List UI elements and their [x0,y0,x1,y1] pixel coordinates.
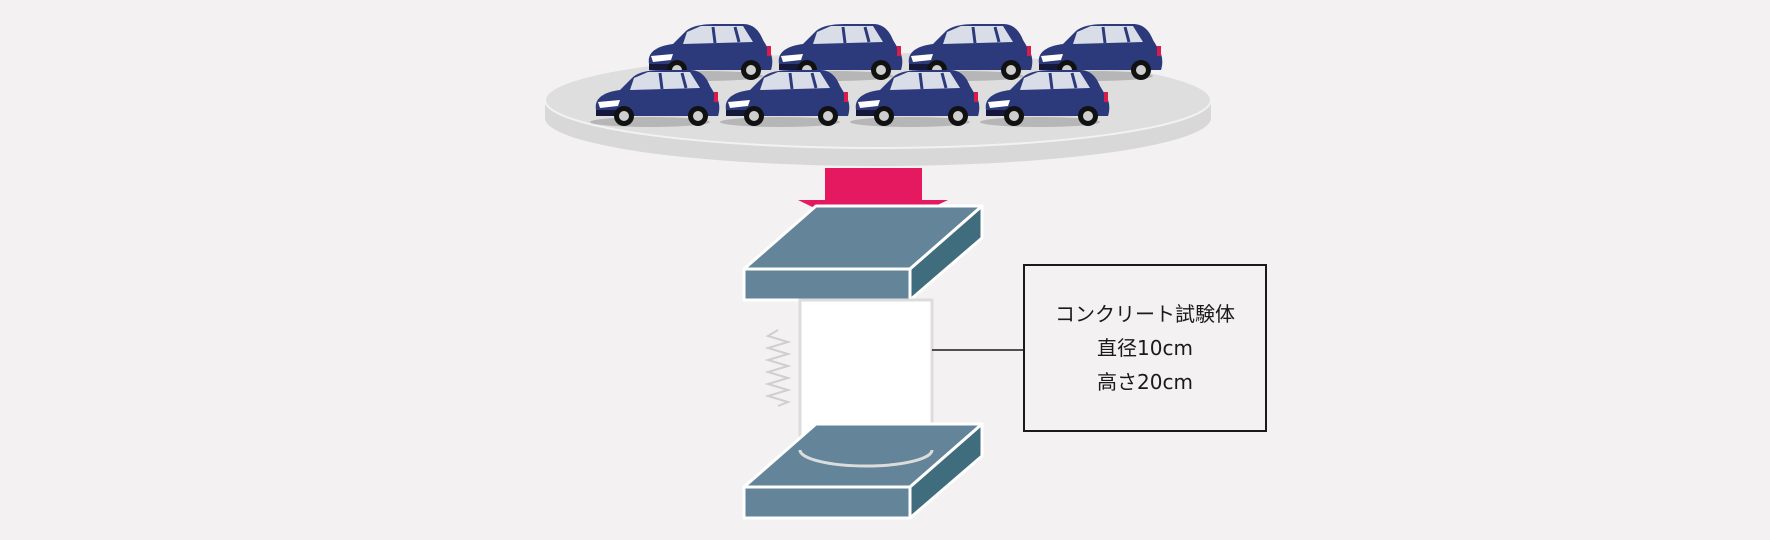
specimen-height: 高さ20cm [1097,370,1193,394]
cylinder-base-edge [798,449,934,468]
downward-arrow-icon [798,168,948,236]
specimen-label-box: コンクリート試験体 直径10cm 高さ20cm [1023,264,1267,432]
specimen-name: コンクリート試験体 [1055,302,1235,326]
specimen-diameter: 直径10cm [1097,336,1193,360]
press-plate-bottom [742,422,984,520]
spring-icon [764,329,792,407]
press-plate-top [742,204,984,302]
